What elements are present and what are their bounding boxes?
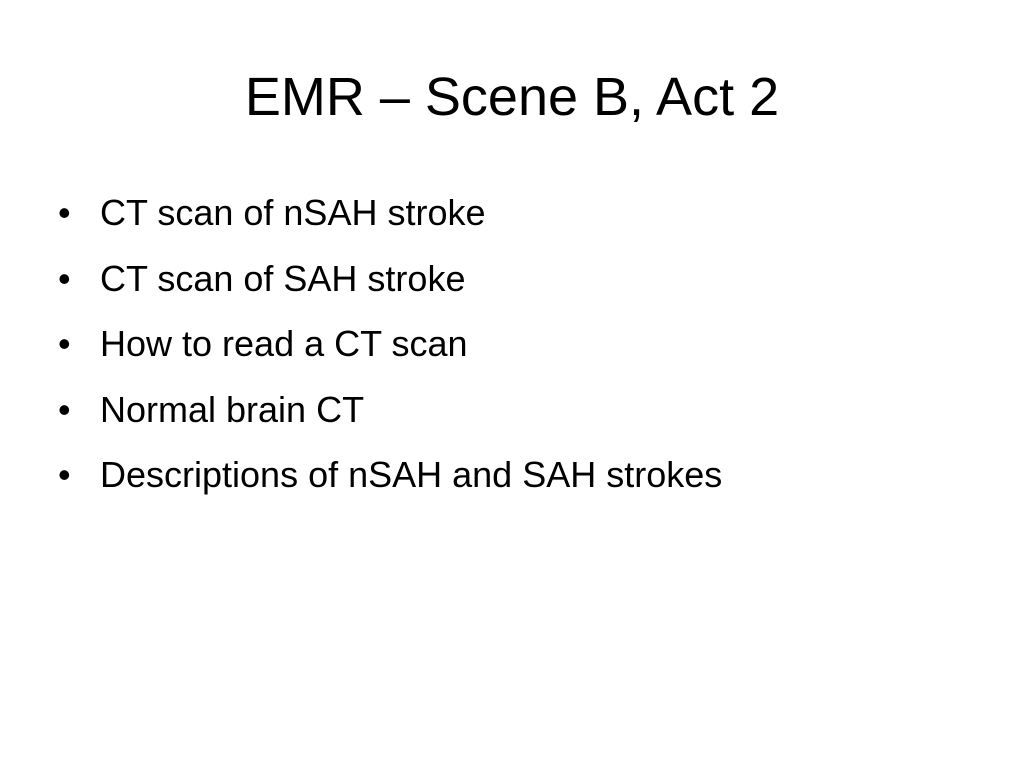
bullet-marker: • [58,257,71,299]
bullet-text: Normal brain CT [100,388,365,430]
bullet-item: • How to read a CT scan [58,318,722,384]
bullet-text: Descriptions of nSAH and SAH strokes [100,454,723,495]
bullet-text: CT scan of SAH stroke [100,257,466,299]
bullet-marker: • [58,454,71,495]
slide-title: EMR – Scene B, Act 2 [244,67,780,127]
bullet-list: • CT scan of nSAH stroke • CT scan of SA… [58,187,722,515]
bullet-item: • Normal brain CT [58,384,722,450]
bullet-marker: • [58,388,71,430]
bullet-item: • Descriptions of nSAH and SAH strokes [58,449,722,515]
bullet-marker: • [58,192,71,233]
bullet-item: • CT scan of nSAH stroke [58,187,722,253]
bullet-text: How to read a CT scan [100,323,468,364]
bullet-marker: • [58,323,71,364]
bullet-item: • CT scan of SAH stroke [58,253,722,319]
bullet-text: CT scan of nSAH stroke [100,192,486,233]
